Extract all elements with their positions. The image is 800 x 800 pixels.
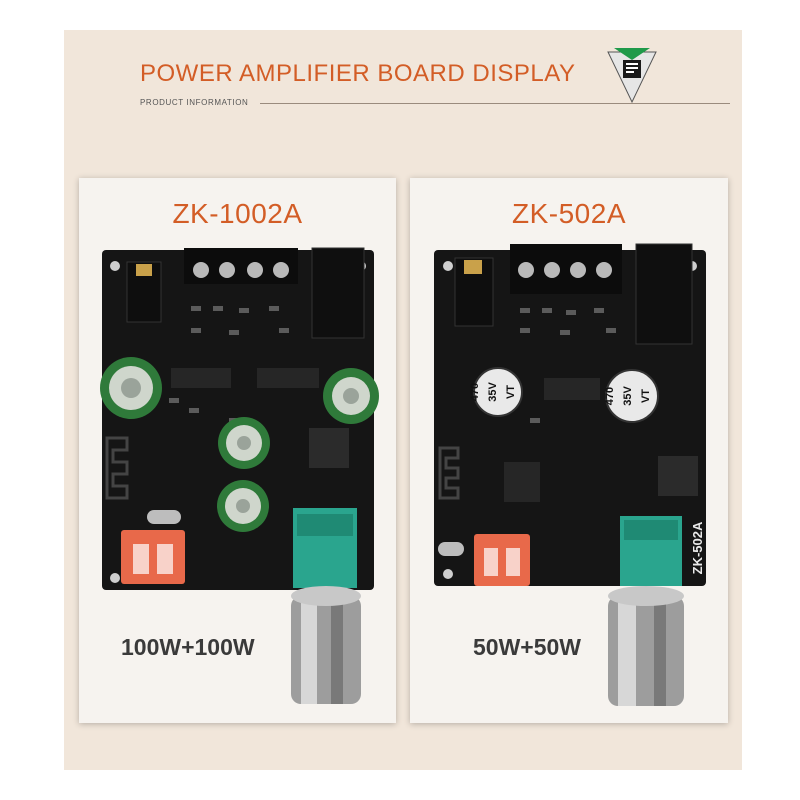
cap-label-3: VT bbox=[505, 385, 517, 399]
amp-chip-right bbox=[257, 368, 319, 388]
subtitle-row: PRODUCT INFORMATION bbox=[140, 98, 730, 110]
page-subtitle: PRODUCT INFORMATION bbox=[140, 98, 249, 107]
bluetooth-antenna-icon bbox=[438, 446, 460, 500]
voltage-regulator bbox=[309, 428, 349, 468]
cap-label-6: VT bbox=[640, 389, 652, 403]
page-title-text: POWER AMPLIFIER BOARD DISPLAY bbox=[140, 60, 576, 87]
model-name: ZK-1002A bbox=[172, 198, 303, 229]
volume-knob-icon bbox=[608, 586, 684, 706]
crystal-oscillator bbox=[438, 542, 464, 556]
usb-port bbox=[121, 530, 185, 584]
amp-chip bbox=[544, 378, 600, 400]
bluetooth-chip bbox=[504, 462, 540, 502]
capacitor-right bbox=[323, 368, 379, 424]
product-card-zk1002a: ZK-1002A bbox=[79, 178, 396, 723]
board-vertical-label: ZK-502A bbox=[690, 521, 705, 574]
cap-label-5: 35V bbox=[622, 386, 634, 406]
subtitle-rule bbox=[260, 103, 730, 104]
voltage-regulator bbox=[658, 456, 698, 496]
power-rating: 100W+100W bbox=[121, 634, 255, 660]
capacitor-center bbox=[218, 417, 270, 469]
cap-label-2: 35V bbox=[487, 382, 499, 402]
dc-power-jack bbox=[311, 247, 365, 339]
page-title: POWER AMPLIFIER BOARD DISPLAY bbox=[140, 60, 610, 88]
capacitor-right bbox=[605, 369, 659, 423]
amp-chip-left bbox=[171, 368, 231, 388]
cap-label-1: 470 bbox=[469, 383, 481, 401]
dc-power-jack bbox=[635, 243, 693, 345]
product-card-zk502a: ZK-502A bbox=[410, 178, 728, 723]
bluetooth-antenna-icon bbox=[105, 436, 129, 500]
pcb-image: 470 35V VT 470 35V VT ZK-502A bbox=[434, 243, 706, 706]
capacitor-left bbox=[100, 357, 162, 419]
power-rating: 50W+50W bbox=[473, 634, 582, 660]
cap-label-4: 470 bbox=[604, 387, 616, 405]
model-name: ZK-502A bbox=[512, 198, 626, 229]
volume-knob-icon bbox=[291, 586, 361, 704]
document-badge-icon bbox=[607, 48, 657, 104]
capacitor-left bbox=[473, 367, 523, 417]
capacitor-bottom bbox=[217, 480, 269, 532]
usb-port bbox=[474, 534, 530, 586]
pcb-image bbox=[100, 247, 379, 704]
crystal-oscillator bbox=[147, 510, 181, 524]
